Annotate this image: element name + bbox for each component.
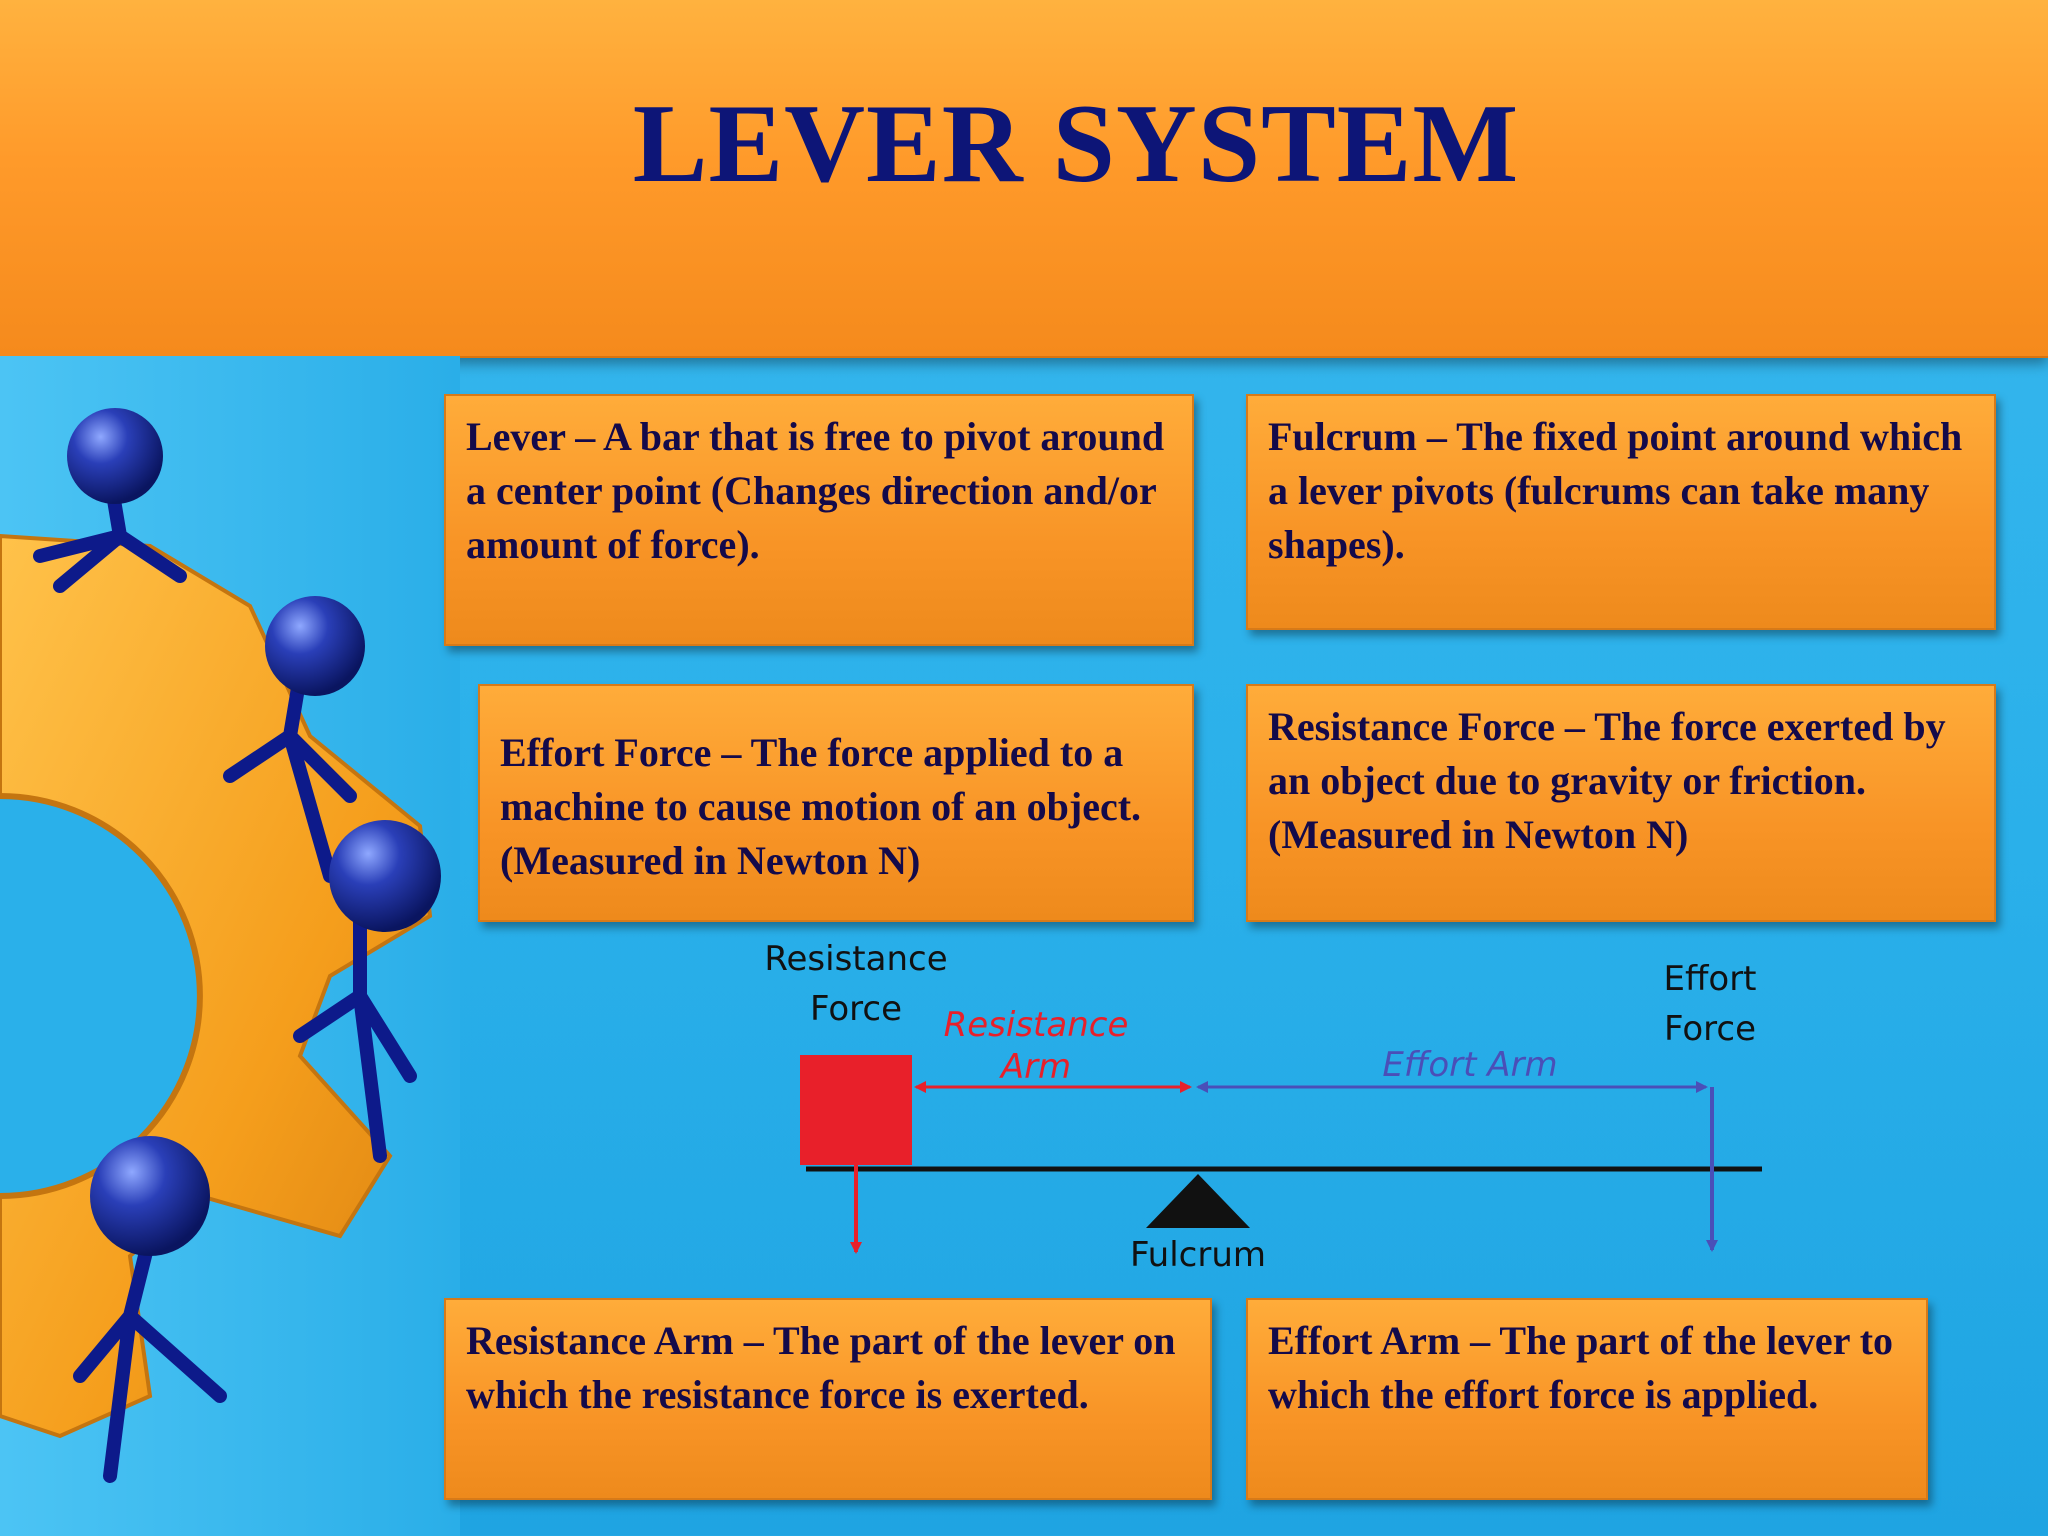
effort-force-label-line2: Force	[1664, 1009, 1756, 1049]
figure-3	[293, 909, 417, 1163]
resistance-load-block	[800, 1055, 912, 1165]
fulcrum-triangle	[1146, 1174, 1250, 1228]
effort-force-definition-text: Effort Force – The force applied to a ma…	[500, 730, 1142, 883]
gear-figures-illustration	[0, 356, 460, 1536]
resistance-arm-definition-box: Resistance Arm – The part of the lever o…	[444, 1298, 1212, 1500]
fulcrum-label: Fulcrum	[1130, 1235, 1266, 1275]
resistance-arm-label-line1: Resistance	[944, 1005, 1129, 1045]
lever-definition-text: Lever – A bar that is free to pivot arou…	[466, 414, 1165, 567]
effort-force-label-line1: Effort	[1663, 959, 1756, 999]
title-bar	[0, 0, 2048, 358]
resistance-force-definition-box: Resistance Force – The force exerted by …	[1246, 684, 1996, 922]
resistance-force-label-line2: Force	[810, 989, 902, 1029]
resistance-arm-label-line2: Arm	[999, 1047, 1071, 1087]
resistance-force-label-line1: Resistance	[764, 939, 947, 979]
figure-2	[223, 669, 357, 883]
lever-definition-box: Lever – A bar that is free to pivot arou…	[444, 394, 1194, 646]
effort-arm-definition-box: Effort Arm – The part of the lever to wh…	[1246, 1298, 1928, 1500]
resistance-force-definition-text: Resistance Force – The force exerted by …	[1268, 704, 1946, 857]
resistance-arm-definition-text: Resistance Arm – The part of the lever o…	[466, 1318, 1176, 1417]
effort-force-definition-box: Effort Force – The force applied to a ma…	[478, 684, 1194, 922]
figure-4	[73, 1229, 227, 1483]
fulcrum-definition-box: Fulcrum – The fixed point around which a…	[1246, 394, 1996, 630]
effort-arm-definition-text: Effort Arm – The part of the lever to wh…	[1268, 1318, 1894, 1417]
page-title: LEVER SYSTEM	[632, 82, 1520, 206]
fulcrum-definition-text: Fulcrum – The fixed point around which a…	[1268, 414, 1963, 567]
effort-arm-label: Effort Arm	[1382, 1045, 1557, 1085]
